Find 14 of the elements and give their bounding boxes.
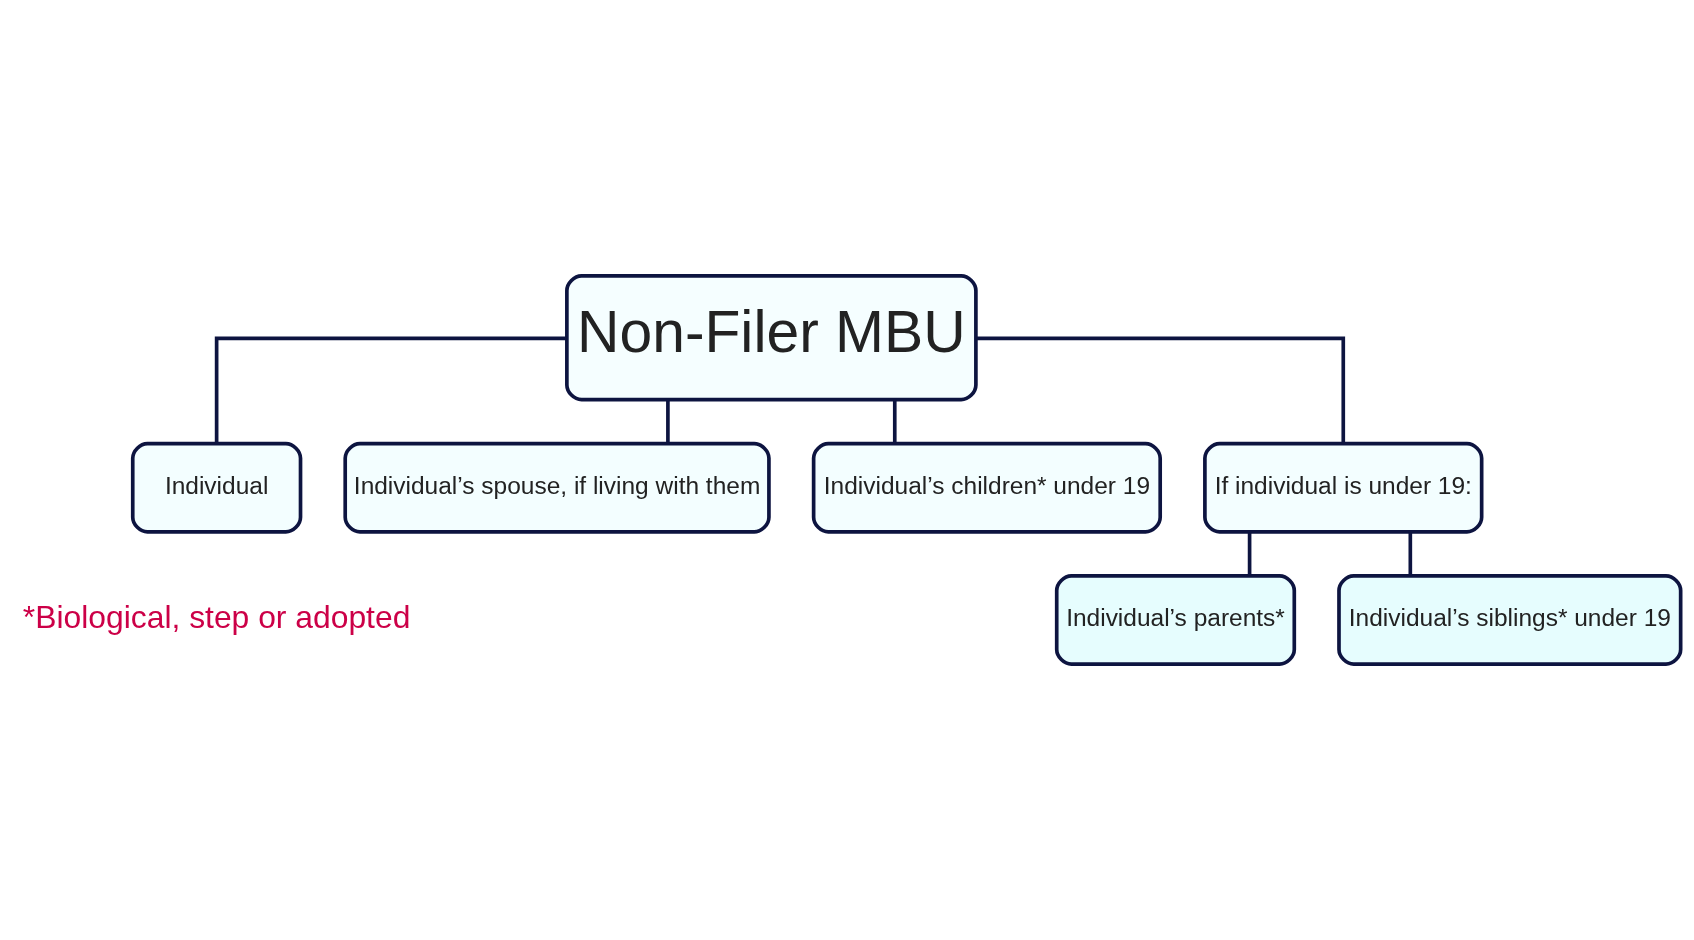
- node-box: If individual is under 19:: [1203, 441, 1484, 534]
- connector: [892, 399, 897, 444]
- node-box: Individual: [130, 441, 303, 534]
- node-box: Individual’s siblings* under 19: [1337, 574, 1683, 666]
- connector: [666, 399, 670, 444]
- node-box: Individual’s spouse, if living with them: [343, 441, 771, 534]
- connector: [1408, 532, 1413, 576]
- node-box: Individual’s children* under 19: [811, 441, 1163, 534]
- label: *Biological, step or adopted: [22, 598, 411, 635]
- node-box: Individual’s parents*: [1054, 574, 1297, 666]
- node-box: Non-Filer MBU: [565, 274, 978, 402]
- connector: [1247, 532, 1252, 576]
- connector: [214, 336, 567, 444]
- connector: [976, 336, 1346, 444]
